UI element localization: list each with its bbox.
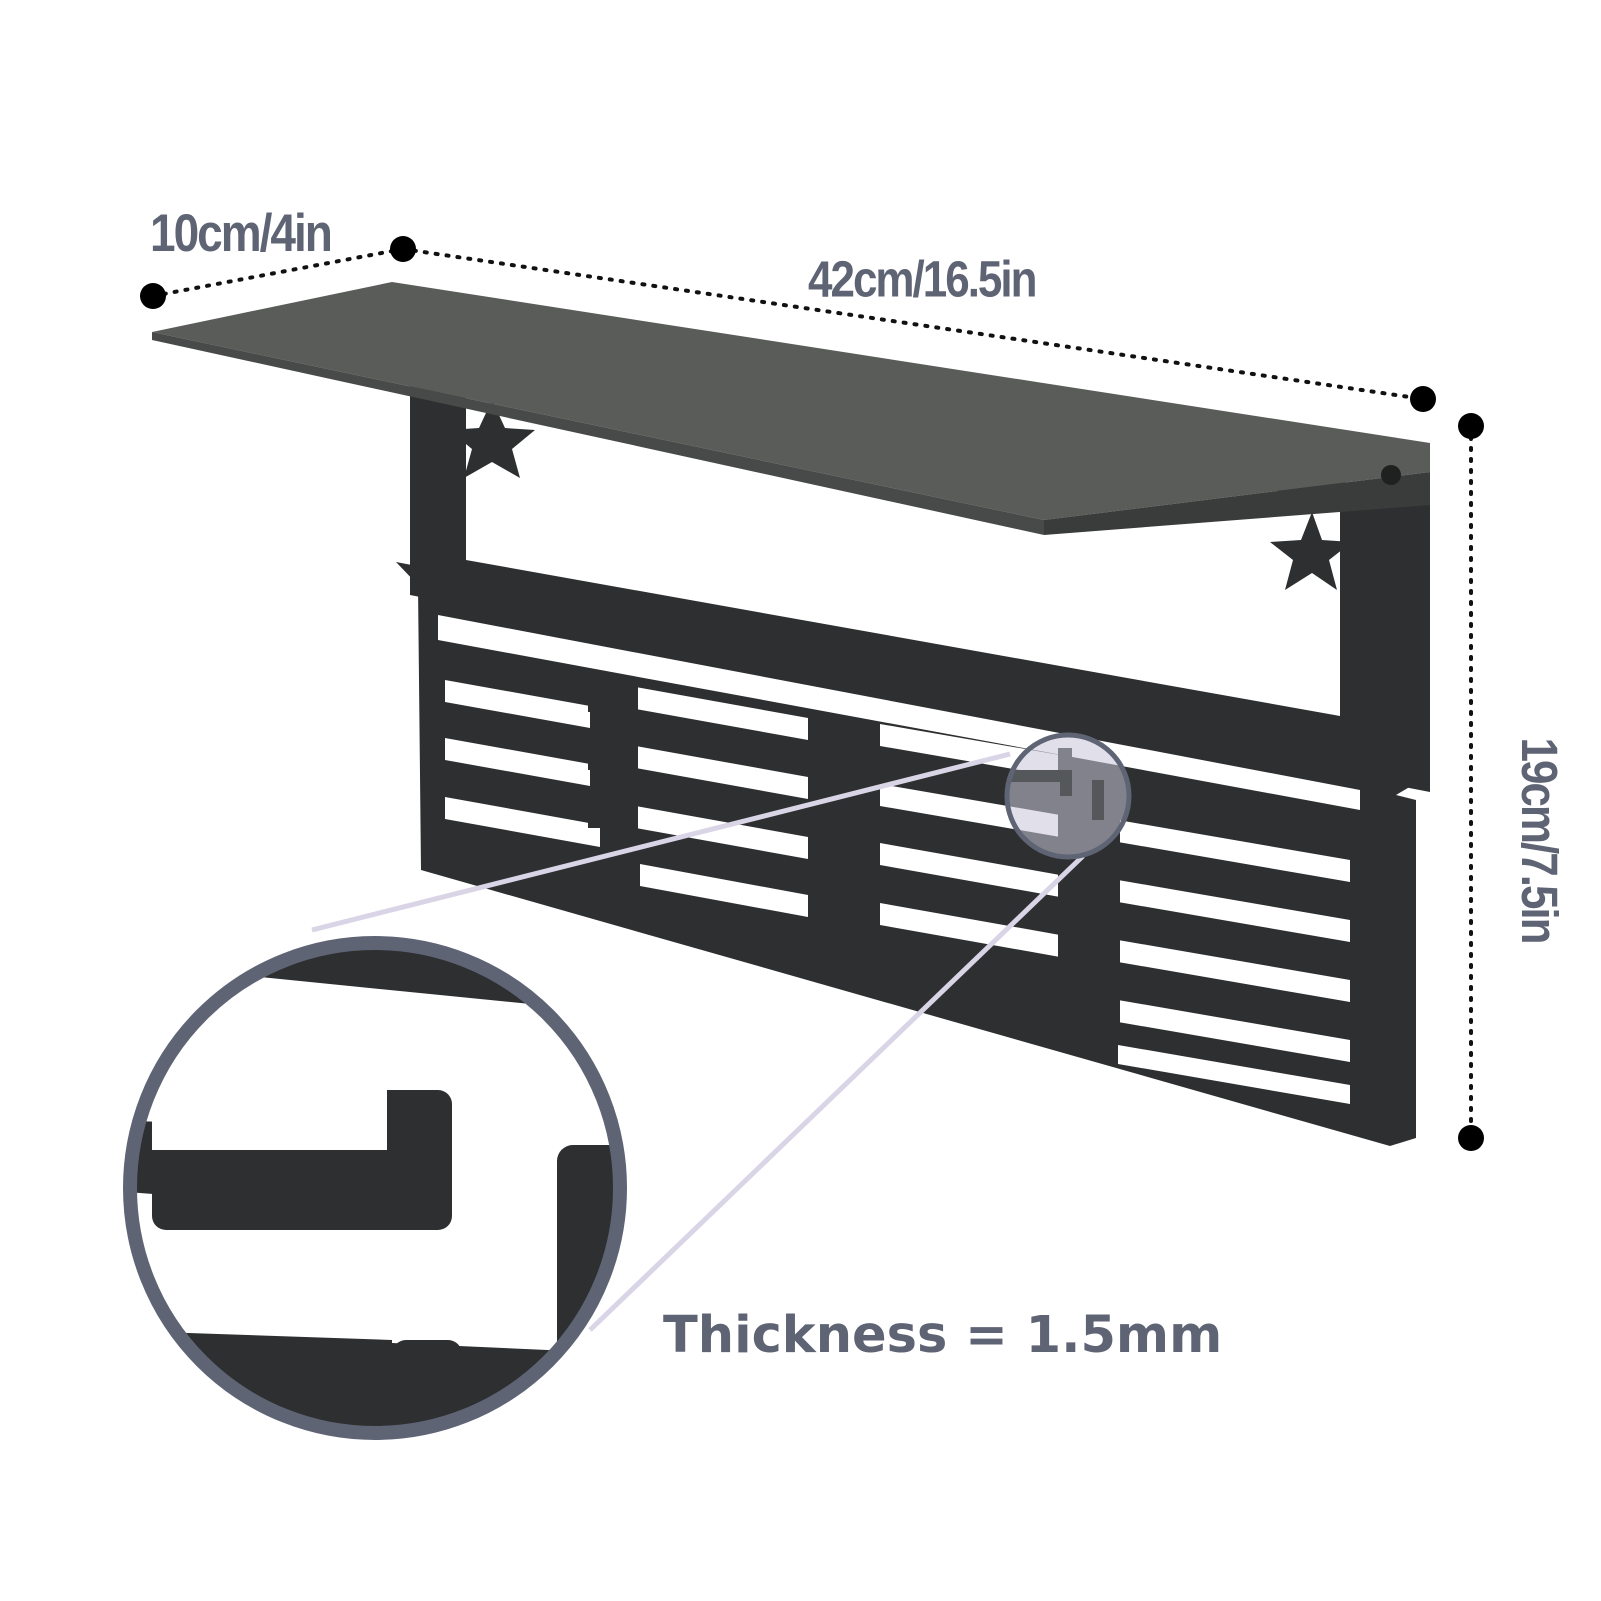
dimension-endpoint-dot — [1458, 1125, 1484, 1151]
hanger-slots — [438, 615, 1360, 1104]
star-icon — [1270, 512, 1352, 590]
width-dimension-label: 42cm/16.5in — [808, 251, 1037, 308]
hooks — [588, 672, 1120, 1032]
dimension-endpoint-dot — [140, 283, 166, 309]
depth-dimension-label: 10cm/4in — [150, 202, 333, 263]
zoom-detail-circle — [123, 936, 627, 1440]
depth-dimension-line — [151, 247, 405, 298]
thickness-label: Thickness = 1.5mm — [663, 1306, 1223, 1365]
screw-icon — [1381, 465, 1401, 485]
dimension-endpoint-dot — [1458, 413, 1484, 439]
shelf — [152, 282, 1430, 535]
dimension-endpoint-dot — [390, 236, 416, 262]
star-icon — [449, 400, 535, 478]
width-dimension-line — [401, 247, 1425, 401]
zoom-connector-lines — [311, 751, 1085, 1332]
dimension-lines — [140, 236, 1484, 1151]
height-dimension-label: 19cm/7.5in — [1510, 737, 1567, 943]
dimension-endpoint-dot — [1410, 386, 1436, 412]
small-magnifier-circle — [1004, 732, 1132, 860]
medal-bar-panel — [396, 562, 1418, 1146]
